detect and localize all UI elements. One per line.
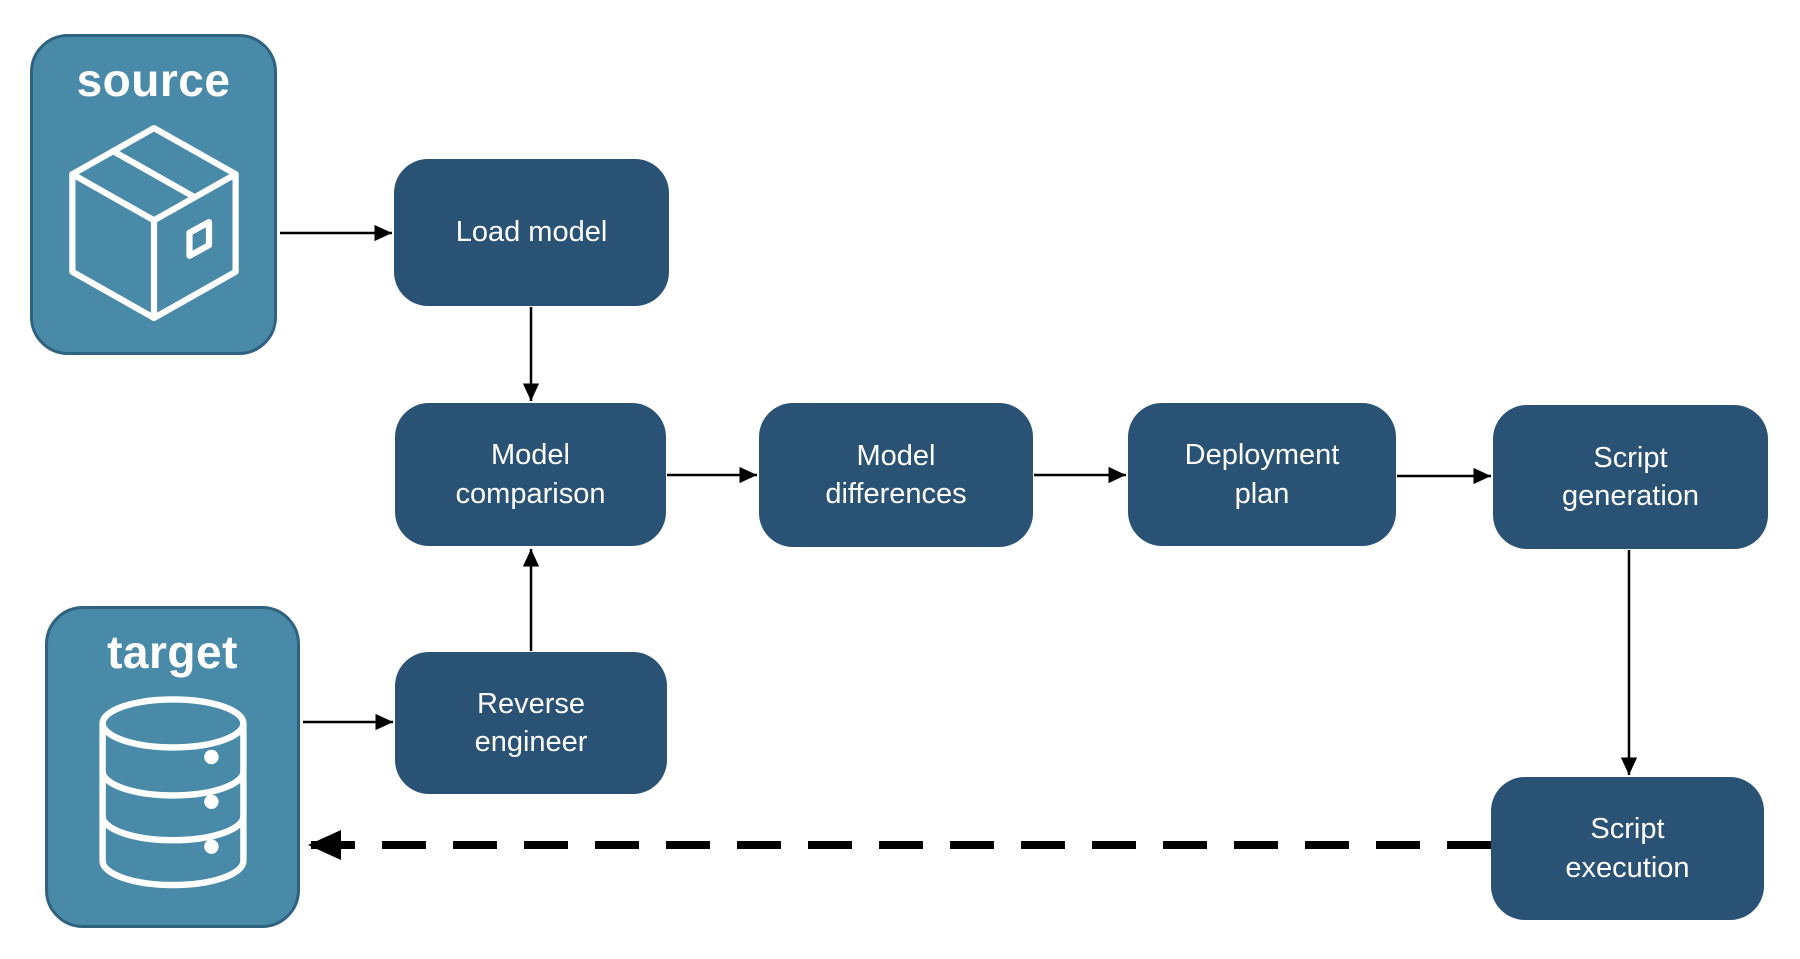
node-script-generation: Script generation [1493,405,1768,549]
node-script-execution: Script execution [1491,777,1764,920]
node-model-comparison-label: Model comparison [455,439,606,510]
node-deployment-plan-label: Deployment plan [1184,439,1340,510]
entity-source: source [30,34,277,355]
node-reverse-engineer: Reverse engineer [395,652,667,794]
entity-target: target [45,606,300,928]
node-load-model-label: Load model [455,216,608,249]
node-script-generation-label: Script generation [1561,441,1700,512]
database-icon [98,696,247,889]
node-load-model: Load model [394,159,669,306]
node-model-differences-label: Model differences [825,439,967,510]
node-deployment-plan: Deployment plan [1128,403,1396,546]
node-reverse-engineer-label: Reverse engineer [474,687,588,758]
node-model-comparison: Model comparison [395,403,666,546]
node-script-execution-label: Script execution [1565,813,1690,884]
package-box-icon [68,124,239,322]
entity-target-label: target [107,626,238,678]
node-model-differences: Model differences [759,403,1033,547]
entity-source-label: source [76,54,231,106]
